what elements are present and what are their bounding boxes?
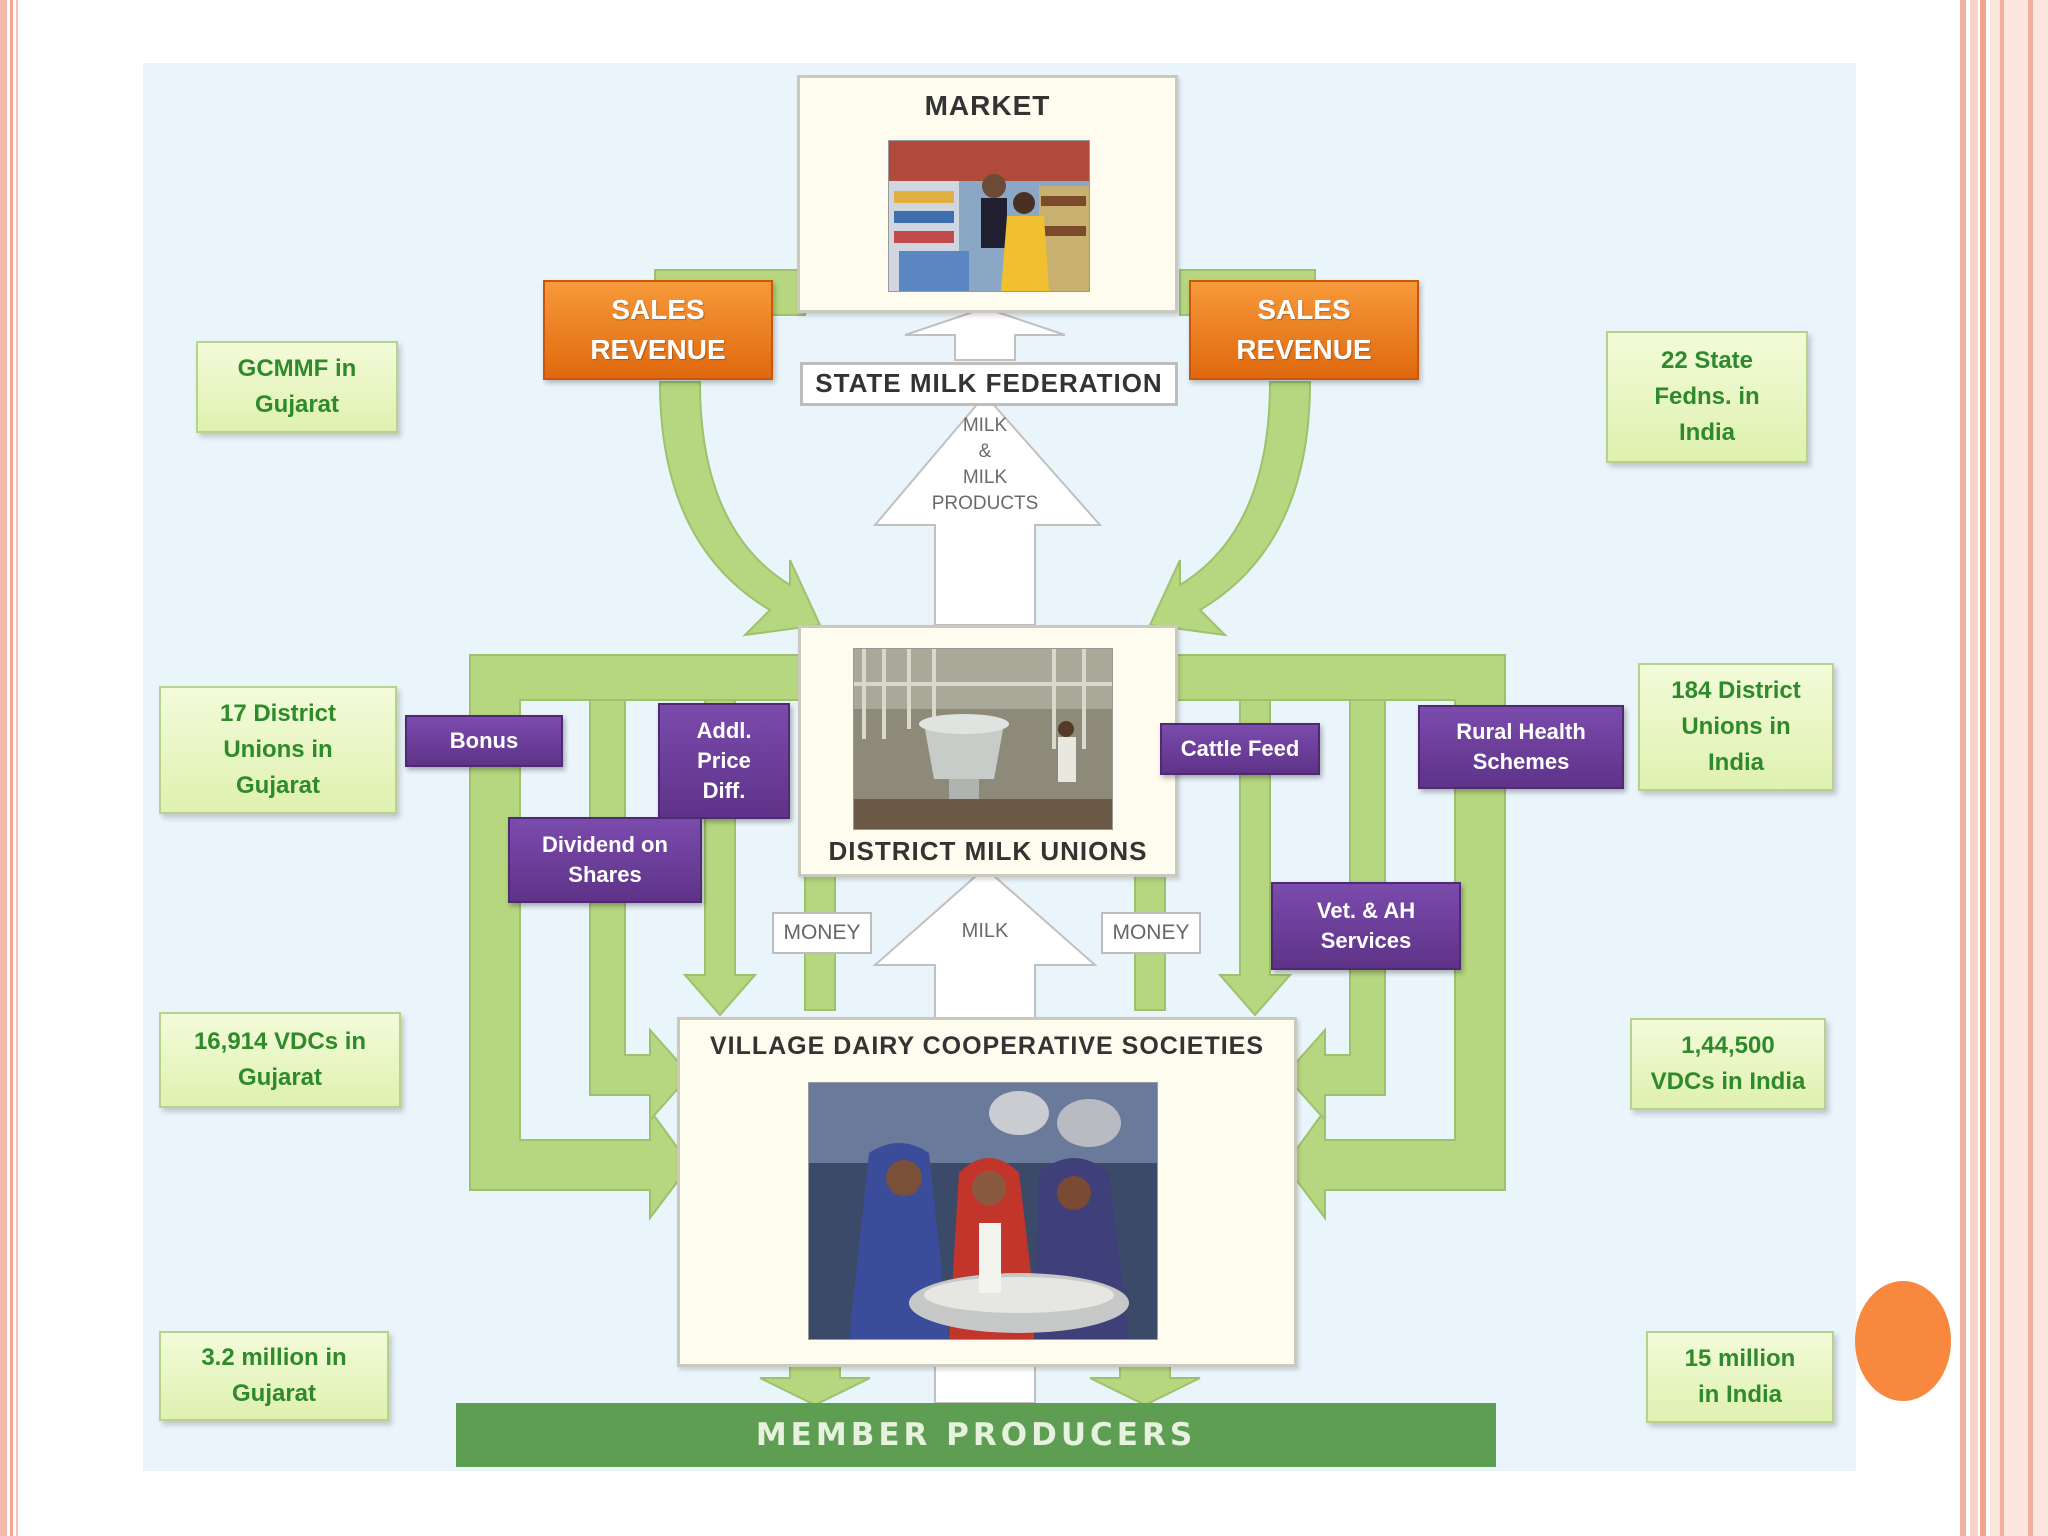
rural-health-box: Rural Health Schemes: [1418, 705, 1624, 789]
stat-gcmmf-gujarat: GCMMF in Gujarat: [196, 341, 398, 433]
right-inner-arrow-1: [1283, 699, 1386, 1123]
stat-vdcs-india-line-2: VDCs in India: [1650, 1068, 1806, 1095]
sales-revenue-left-line-2: REVENUE: [590, 334, 726, 365]
state-federation-label: STATE MILK FEDERATION: [815, 368, 1163, 398]
village-societies-photo: [808, 1082, 1158, 1340]
stat-gcmmf-line-1: GCMMF in: [237, 355, 357, 382]
sales-revenue-left-line-1: SALES: [611, 294, 705, 325]
left-revenue-arrow: [658, 381, 822, 637]
addl-price-line-1: Addl.: [696, 718, 752, 743]
money-right-label: MONEY: [1101, 912, 1201, 954]
rural-health-line-2: Schemes: [1472, 749, 1570, 774]
stat-du-gujarat-line-3: Gujarat: [235, 772, 321, 799]
state-federation-box: STATE MILK FEDERATION: [800, 362, 1178, 406]
milk-products-up-arrow: [872, 393, 1103, 626]
district-unions-box: DISTRICT MILK UNIONS: [798, 625, 1178, 877]
milk-label: MILK: [961, 920, 1009, 942]
milk-products-line-1: MILK: [962, 415, 1008, 436]
market-box: MARKET: [797, 75, 1178, 313]
stat-district-unions-india: 184 District Unions in India: [1638, 663, 1834, 791]
village-societies-title: VILLAGE DAIRY COOPERATIVE SOCIETIES: [709, 1032, 1265, 1060]
dividend-line-2: Shares: [568, 862, 642, 887]
stat-members-gujarat: 3.2 million in Gujarat: [159, 1331, 389, 1421]
milk-products-line-2: &: [978, 441, 992, 462]
stat-du-gujarat-line-1: 17 District: [219, 700, 337, 727]
vet-services-box: Vet. & AH Services: [1271, 882, 1461, 970]
stat-du-india-line-2: Unions in: [1681, 713, 1791, 740]
stat-vdcs-india: 1,44,500 VDCs in India: [1630, 1018, 1826, 1110]
dividend-box: Dividend on Shares: [508, 817, 702, 903]
stat-members-india-line-1: 15 million: [1684, 1345, 1796, 1372]
stat-members-gujarat-line-1: 3.2 million in: [201, 1344, 347, 1371]
dividend-line-1: Dividend on: [542, 832, 668, 857]
milk-products-line-4: PRODUCTS: [931, 493, 1039, 514]
stat-district-unions-gujarat: 17 District Unions in Gujarat: [159, 686, 397, 814]
district-unions-photo: [853, 648, 1113, 830]
stat-members-gujarat-line-2: Gujarat: [231, 1380, 317, 1407]
stat-members-india-line-2: in India: [1698, 1381, 1782, 1408]
rural-health-line-1: Rural Health: [1456, 719, 1586, 744]
addl-price-line-3: Diff.: [702, 778, 746, 803]
stat-fedns-line-2: Fedns. in: [1654, 383, 1760, 410]
stat-du-india-line-3: India: [1707, 749, 1764, 776]
sales-revenue-left: SALES REVENUE: [543, 280, 773, 380]
bonus-label: Bonus: [449, 728, 519, 753]
stat-vdcs-gujarat-line-1: 16,914 VDCs in: [193, 1028, 367, 1055]
federation-up-arrow: [904, 306, 1066, 361]
stat-members-india: 15 million in India: [1646, 1331, 1834, 1423]
village-societies-box: VILLAGE DAIRY COOPERATIVE SOCIETIES: [677, 1017, 1297, 1367]
stat-du-gujarat-line-2: Unions in: [223, 736, 333, 763]
vet-services-line-1: Vet. & AH: [1316, 898, 1416, 923]
stat-fedns-line-3: India: [1678, 419, 1735, 446]
cattle-feed-box: Cattle Feed: [1160, 723, 1320, 775]
stat-du-india-line-1: 184 District: [1671, 677, 1801, 704]
stat-vdcs-gujarat-line-2: Gujarat: [237, 1064, 323, 1091]
sales-revenue-right-line-2: REVENUE: [1236, 334, 1372, 365]
member-producers-bar: MEMBER PRODUCERS: [456, 1403, 1496, 1467]
milk-up-arrow: [872, 866, 1098, 1021]
money-left-label: MONEY: [772, 912, 872, 954]
district-unions-title: DISTRICT MILK UNIONS: [828, 836, 1148, 866]
stat-vdcs-india-line-1: 1,44,500: [1681, 1032, 1775, 1059]
milk-products-line-3: MILK: [962, 467, 1008, 488]
stat-fedns-line-1: 22 State: [1660, 347, 1754, 374]
market-photo: [888, 140, 1090, 292]
stat-gcmmf-line-2: Gujarat: [254, 391, 340, 418]
milk-products-label: MILK & MILK PRODUCTS: [910, 413, 1060, 517]
right-revenue-arrow: [1148, 381, 1312, 637]
addl-price-line-2: Price: [697, 748, 751, 773]
cattle-feed-label: Cattle Feed: [1180, 736, 1300, 761]
decorative-orange-circle: [1855, 1281, 1951, 1401]
sales-revenue-right: SALES REVENUE: [1189, 280, 1419, 380]
sales-revenue-right-line-1: SALES: [1257, 294, 1351, 325]
market-title: MARKET: [924, 90, 1051, 121]
bonus-box: Bonus: [405, 715, 563, 767]
stat-state-fedns-india: 22 State Fedns. in India: [1606, 331, 1808, 463]
vet-services-line-2: Services: [1320, 928, 1412, 953]
addl-price-box: Addl. Price Diff.: [658, 703, 790, 819]
stat-vdcs-gujarat: 16,914 VDCs in Gujarat: [159, 1012, 401, 1108]
